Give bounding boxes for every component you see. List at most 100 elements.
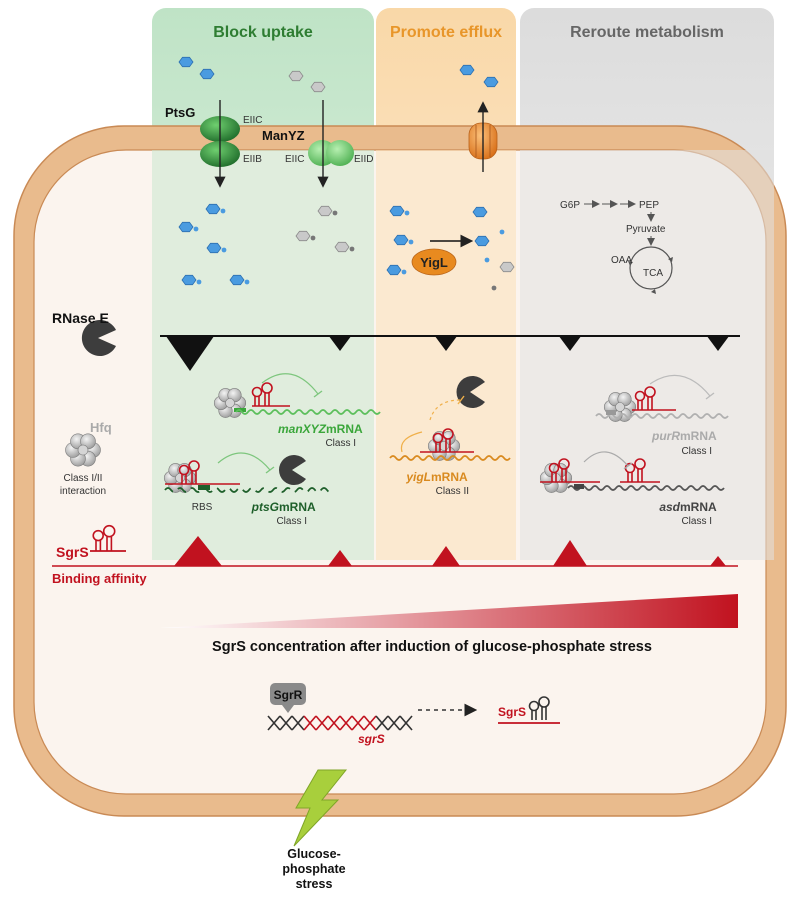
sugar-molecule bbox=[288, 70, 304, 82]
glucose-phosphate-molecule bbox=[393, 234, 414, 246]
sugar-phosphate-molecule bbox=[317, 205, 338, 217]
asd-class-label: Class I bbox=[681, 516, 712, 527]
manxyz-gene-label: manXYZ bbox=[278, 422, 327, 436]
glucose-phosphate-molecule bbox=[206, 242, 227, 254]
binding-affinity-label: Binding affinity bbox=[52, 571, 147, 586]
yigl-enzyme bbox=[411, 248, 457, 276]
glucose-molecule bbox=[472, 206, 488, 218]
manyz-transporter bbox=[308, 100, 354, 188]
sgrs-stem-loop bbox=[251, 382, 273, 406]
glucose-phosphate-molecule bbox=[181, 274, 202, 286]
glucose-phosphate-molecule bbox=[178, 221, 199, 233]
sgrs-stem-loop bbox=[92, 524, 116, 551]
sgrs-gene-helix bbox=[267, 715, 413, 731]
binding-affinity-peak bbox=[432, 546, 460, 566]
glucose-phosphate-molecule bbox=[205, 203, 226, 215]
glucose-molecule bbox=[199, 68, 215, 80]
rnase-e-icon bbox=[81, 320, 116, 357]
ptsg-gene-label: ptsG bbox=[251, 500, 279, 514]
sgrs-product-icon bbox=[498, 696, 560, 724]
binding-affinity-peak bbox=[174, 536, 222, 566]
purr-gene-label: purR bbox=[651, 429, 680, 443]
purr-mrna-label: mRNA bbox=[680, 429, 717, 443]
sgrs-product-label: SgrS bbox=[498, 705, 526, 719]
sugar-molecule bbox=[499, 261, 515, 273]
binding-affinity-peak bbox=[553, 540, 587, 566]
phosphate bbox=[484, 257, 490, 263]
sgrs-label: SgrS bbox=[56, 544, 89, 560]
class-interaction-label-1: Class I/II bbox=[64, 473, 103, 484]
stress-label-3: stress bbox=[296, 877, 333, 891]
manxyz-mrna-label: mRNA bbox=[326, 422, 363, 436]
sugar-molecules bbox=[178, 56, 515, 291]
rnase-e-cleavage-mark bbox=[166, 337, 214, 371]
ptsg-label: PtsG bbox=[165, 105, 195, 120]
sgrr-icon bbox=[270, 683, 306, 713]
sgrs-icon bbox=[90, 524, 126, 552]
glucose-molecule bbox=[483, 76, 499, 88]
sgrs-concentration-wedge bbox=[160, 594, 738, 628]
sgrs-stem-loop bbox=[624, 458, 646, 482]
yigl-class-label: Class II bbox=[436, 486, 469, 497]
stress-label-2: phosphate bbox=[282, 862, 345, 876]
hfq-hexamer bbox=[65, 433, 101, 467]
sugar-molecule bbox=[310, 81, 326, 93]
hfq-legend-icon bbox=[65, 433, 101, 467]
stress-label-1: Glucose- bbox=[287, 847, 341, 861]
promote-efflux-header: Promote efflux bbox=[390, 24, 502, 41]
glucose-molecule bbox=[178, 56, 194, 68]
block-uptake-header: Block uptake bbox=[213, 24, 313, 41]
manxyz-class-label: Class I bbox=[325, 438, 356, 449]
rnase-e-icon bbox=[456, 376, 485, 408]
phosphate bbox=[491, 285, 497, 291]
pep-label: PEP bbox=[639, 200, 659, 211]
ptsg-mrna-label: mRNA bbox=[279, 500, 316, 514]
sgrs-stem-loop bbox=[634, 386, 656, 410]
glucose-molecule bbox=[459, 64, 475, 76]
tca-label: TCA bbox=[643, 268, 663, 279]
sgrs-gene-label: sgrS bbox=[358, 732, 385, 746]
yigl-gene-label: yigL bbox=[405, 470, 431, 484]
asd-gene-label: asd bbox=[659, 500, 680, 514]
rnase-e-cleavage-mark bbox=[707, 337, 729, 351]
lightning-bolt-icon bbox=[293, 769, 348, 847]
sgrr-label: SgrR bbox=[274, 688, 303, 702]
manyz-label: ManYZ bbox=[262, 128, 305, 143]
hfq-label: Hfq bbox=[90, 420, 112, 435]
rnase-e-cleavage-mark bbox=[435, 337, 457, 351]
eiic-label-1: EIIC bbox=[243, 115, 262, 126]
sgrs-stem-loop bbox=[548, 458, 570, 482]
rnase-e-label: RNase E bbox=[52, 310, 109, 326]
reroute-metabolism-header: Reroute metabolism bbox=[570, 24, 724, 41]
ptsg-class-label: Class I bbox=[276, 516, 307, 527]
mrna-targets bbox=[163, 373, 729, 493]
sgrs-stem-loop bbox=[432, 428, 454, 452]
phosphate bbox=[499, 229, 505, 235]
rnase-e-cleavage-mark bbox=[329, 337, 351, 351]
asd-mrna-label: mRNA bbox=[680, 500, 717, 514]
binding-affinity-peak bbox=[328, 550, 352, 566]
sgrs-stem-loop bbox=[178, 460, 200, 484]
binding-affinity-peaks bbox=[174, 536, 726, 566]
glucose-phosphate-molecule bbox=[386, 264, 407, 276]
rnase-e-cleavage-marks bbox=[166, 337, 729, 371]
ptsg-transporter bbox=[200, 100, 240, 188]
purr-class-label: Class I bbox=[681, 446, 712, 457]
rnase-e-icon bbox=[279, 455, 306, 486]
class-interaction-label-2: interaction bbox=[60, 486, 106, 497]
sugar-phosphate-molecule bbox=[295, 230, 316, 242]
yigl-label: YigL bbox=[420, 255, 448, 270]
yigl-mrna-label: mRNA bbox=[431, 470, 468, 484]
glucose-phosphate-molecule bbox=[229, 274, 250, 286]
sugar-phosphate-molecule bbox=[334, 241, 355, 253]
rnase-e-cleavage-mark bbox=[559, 337, 581, 351]
g6p-label: G6P bbox=[560, 200, 580, 211]
efflux-channel bbox=[468, 101, 498, 172]
oaa-label: OAA bbox=[611, 255, 632, 266]
rbs-label: RBS bbox=[192, 502, 213, 513]
glucose-phosphate-molecule bbox=[389, 205, 410, 217]
pyruvate-label: Pyruvate bbox=[626, 224, 666, 235]
metabolism-pathway: G6P PEP Pyruvate TCA OAA bbox=[560, 200, 673, 294]
eiid-label: EIID bbox=[354, 154, 373, 165]
